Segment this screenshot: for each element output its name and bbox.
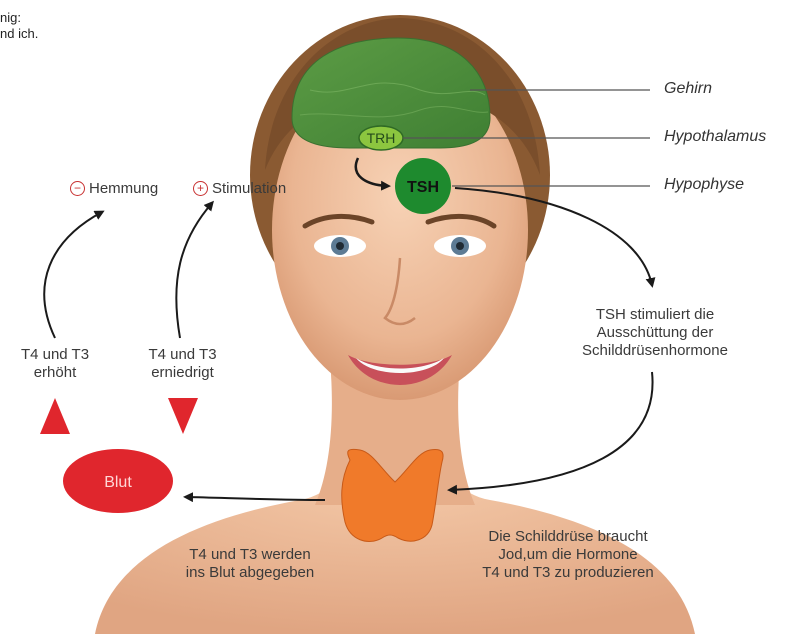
release-line-1: T4 und T3 werden	[170, 546, 330, 564]
iodine-line-1: Die Schilddrüse braucht	[448, 528, 688, 546]
high-levels-line-1: T4 und T3	[10, 346, 100, 364]
iodine-annotation: Die Schilddrüse braucht Jod,um die Hormo…	[448, 528, 688, 582]
low-levels-line-2: erniedrigt	[135, 364, 230, 382]
low-to-stimulation-arrow	[176, 203, 212, 338]
tsh-effect-line-3: Schilddrüsenhormone	[565, 342, 745, 360]
release-annotation: T4 und T3 werden ins Blut abgegeben	[170, 546, 330, 582]
decrease-triangle	[168, 398, 198, 434]
tsh-effect-line-1: TSH stimuliert die	[565, 306, 745, 324]
brain-label: Gehirn	[664, 80, 712, 98]
iodine-line-2: Jod,um die Hormone	[448, 546, 688, 564]
low-levels-annotation: T4 und T3 erniedrigt	[135, 346, 230, 382]
low-levels-line-1: T4 und T3	[135, 346, 230, 364]
high-to-inhibition-arrow	[44, 212, 102, 338]
annotation-to-thyroid-arrow	[450, 372, 653, 490]
tsh-effect-annotation: TSH stimuliert die Ausschüttung der Schi…	[565, 306, 745, 360]
minus-circle-icon: −	[70, 181, 85, 196]
thyroid-to-blood-arrow	[186, 497, 325, 500]
legend-inhibition-label: Hemmung	[89, 180, 158, 197]
release-line-2: ins Blut abgegeben	[170, 564, 330, 582]
high-levels-annotation: T4 und T3 erhöht	[10, 346, 100, 382]
iodine-line-3: T4 und T3 zu produzieren	[448, 564, 688, 582]
pituitary-label: Hypophyse	[664, 176, 744, 194]
corner-line-1: nig:	[0, 10, 38, 26]
tsh-effect-line-2: Ausschüttung der	[565, 324, 745, 342]
blood-label: Blut	[104, 474, 132, 491]
increase-triangle	[40, 398, 70, 434]
corner-line-2: nd ich.	[0, 26, 38, 42]
legend-inhibition: −Hemmung	[70, 180, 158, 198]
high-levels-line-2: erhöht	[10, 364, 100, 382]
hypothalamus-label: Hypothalamus	[664, 128, 766, 146]
left-pupil	[336, 242, 344, 250]
legend-stimulation-label: Stimulation	[212, 180, 286, 197]
tsh-label: TSH	[407, 179, 439, 196]
trh-label: TRH	[367, 130, 396, 146]
right-pupil	[456, 242, 464, 250]
corner-text: nig: nd ich.	[0, 10, 38, 42]
plus-circle-icon: +	[193, 181, 208, 196]
legend-stimulation: + Stimulation	[193, 180, 286, 198]
